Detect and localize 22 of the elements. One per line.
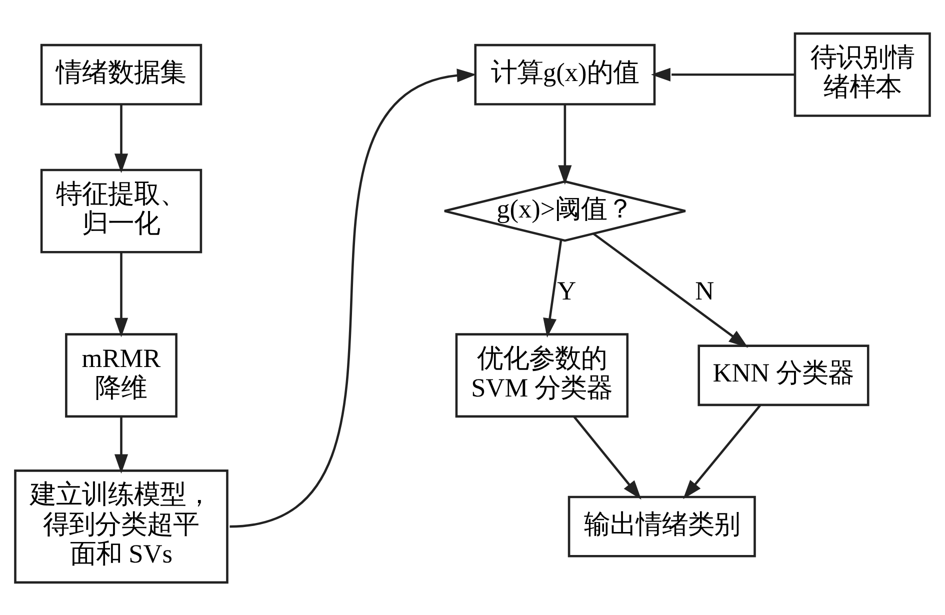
edge-label: N — [695, 276, 714, 305]
node-box: 情绪数据集 — [40, 43, 202, 105]
arrow — [114, 104, 128, 173]
arrow — [651, 67, 795, 81]
arrow — [230, 68, 476, 528]
node-diamond: g(x)>阈值？ — [443, 180, 686, 242]
node-box: 输出情绪类别 — [568, 495, 756, 557]
arrow — [543, 239, 562, 338]
arrow — [683, 404, 761, 499]
node-box: mRMR降维 — [65, 332, 178, 418]
arrow — [573, 415, 642, 500]
edge-label: Y — [557, 276, 576, 305]
arrow — [114, 252, 128, 337]
node-box: 优化参数的SVM 分类器 — [455, 332, 629, 418]
node-box: 特征提取、归一化 — [40, 168, 202, 253]
arrow — [558, 104, 572, 184]
arrow — [592, 232, 748, 348]
arrow — [114, 416, 128, 474]
node-box: 计算g(x)的值 — [474, 43, 656, 105]
node-box: KNN 分类器 — [698, 344, 870, 406]
node-box: 建立训练模型，得到分类超平面和 SVs — [14, 469, 228, 584]
node-box: 待识别情绪样本 — [794, 32, 931, 116]
